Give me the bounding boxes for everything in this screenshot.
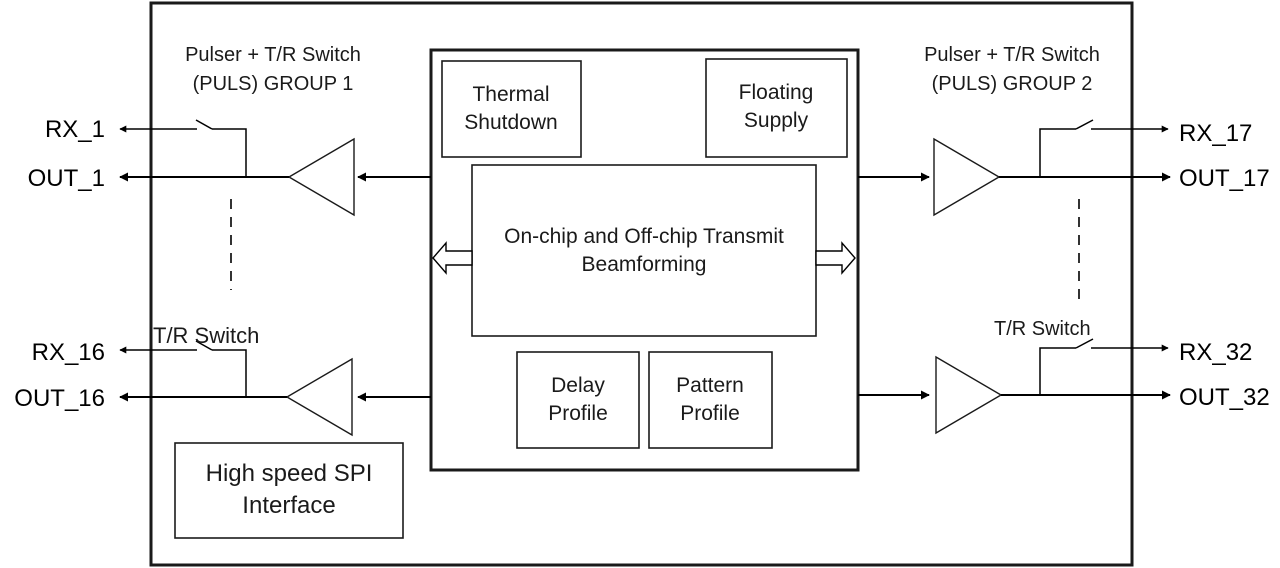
- delay-label-2: Profile: [548, 402, 608, 425]
- rx1-switch-tap: [212, 128, 247, 177]
- pin-rx32: RX_32: [1179, 339, 1252, 366]
- spi-label-1: High speed SPI: [206, 460, 373, 487]
- thermal-label-1: Thermal: [472, 83, 549, 106]
- beamforming-label-2: Beamforming: [582, 253, 707, 276]
- chip-outline: [149, 1, 1134, 567]
- hollow-arrow-right: [815, 241, 856, 275]
- pulser-amp-1: [287, 137, 355, 217]
- beamforming-label-1: On-chip and Off-chip Transmit: [504, 225, 784, 248]
- pin-out17: OUT_17: [1179, 165, 1270, 192]
- rx32-switch-blade: [1075, 338, 1094, 349]
- core-block: [429, 48, 860, 472]
- pattern-label-1: Pattern: [676, 374, 744, 397]
- pin-rx17: RX_17: [1179, 120, 1252, 147]
- thermal-shutdown-box: [441, 60, 582, 158]
- floating-label-1: Floating: [739, 81, 814, 104]
- group2-label-2: (PULS) GROUP 2: [932, 73, 1093, 95]
- group2-label-1: Pulser + T/R Switch: [924, 44, 1100, 66]
- floating-supply-box: [705, 58, 848, 158]
- tr-switch-label-right: T/R Switch: [994, 318, 1091, 340]
- delay-profile-box: [516, 351, 640, 449]
- pin-out1: OUT_1: [28, 165, 105, 192]
- rx1-switch-blade: [195, 119, 213, 130]
- rx32-switch-tap: [1039, 347, 1076, 395]
- pin-rx16: RX_16: [32, 339, 105, 366]
- delay-label-1: Delay: [551, 374, 605, 397]
- group1-label-2: (PULS) GROUP 1: [193, 73, 354, 95]
- pattern-profile-box: [648, 351, 773, 449]
- floating-label-2: Supply: [744, 109, 809, 132]
- beamforming-box: [471, 164, 817, 337]
- pin-rx1: RX_1: [45, 116, 105, 143]
- rx16-switch-tap: [212, 349, 247, 397]
- rx16-switch-blade: [195, 340, 213, 351]
- rx17-switch-tap: [1039, 128, 1076, 177]
- rx17-switch-blade: [1075, 119, 1094, 130]
- pin-out32: OUT_32: [1179, 384, 1270, 411]
- pulser-amp-16: [285, 357, 353, 437]
- pattern-label-2: Profile: [680, 402, 740, 425]
- thermal-label-2: Shutdown: [464, 111, 557, 134]
- spi-label-2: Interface: [242, 492, 335, 519]
- tr-switch-label-left: T/R Switch: [153, 323, 259, 348]
- pulser-amp-17: [933, 137, 1001, 217]
- pulser-amp-32: [935, 355, 1003, 435]
- hollow-arrow-left: [432, 241, 473, 275]
- spi-interface-box: [174, 442, 404, 539]
- pin-out16: OUT_16: [14, 385, 105, 412]
- group1-label-1: Pulser + T/R Switch: [185, 44, 361, 66]
